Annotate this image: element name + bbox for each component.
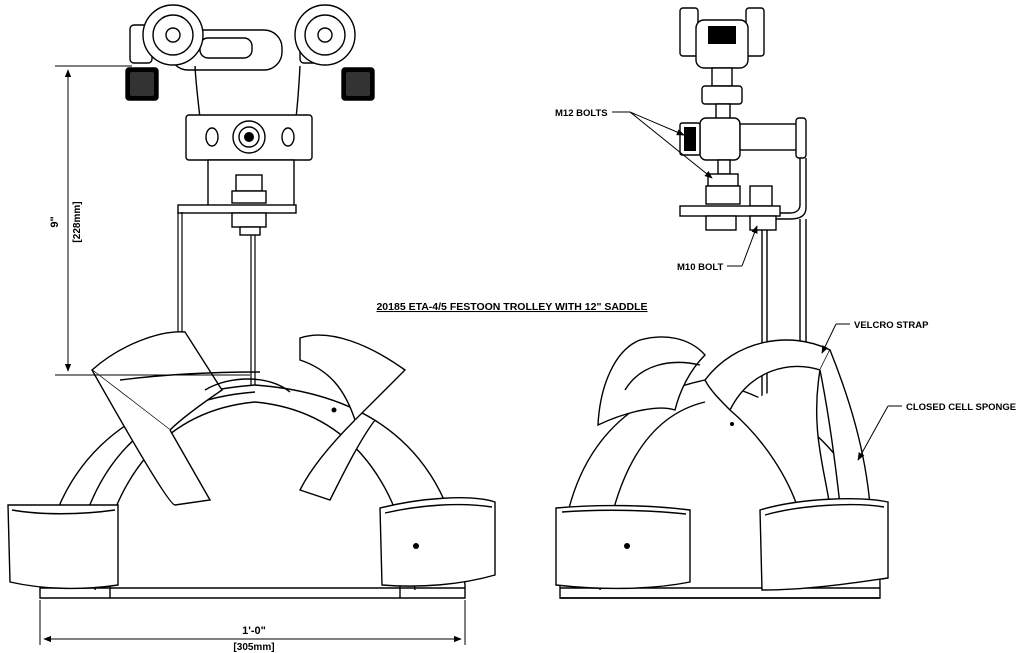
front-mounting-plate [177, 114, 313, 236]
height-dimension-metric: [228mm] [72, 201, 83, 242]
m10-bolt-callout: M10 BOLT [677, 262, 723, 273]
callout-leaders [612, 111, 902, 461]
drawing-title: 20185 ETA-4/5 FESTOON TROLLEY WITH 12" S… [376, 301, 647, 313]
front-velcro-straps [7, 331, 496, 590]
side-trolley-wheels [679, 7, 765, 120]
width-dimension-metric: [305mm] [233, 642, 274, 653]
velcro-strap-callout: VELCRO STRAP [854, 320, 929, 331]
height-dimension [55, 65, 250, 376]
m12-bolts-callout: M12 BOLTS [555, 108, 608, 119]
front-view: 9" [228mm] 1'-0" [305mm] [7, 4, 496, 653]
side-velcro-straps [555, 336, 889, 591]
width-dimension-imperial: 1'-0" [242, 625, 266, 637]
side-mounting-hardware [679, 159, 807, 430]
side-view: M12 BOLTS M10 BOLT VELCRO STRAP CLOSED C… [555, 7, 1016, 599]
side-bolt-assembly [679, 117, 807, 220]
height-dimension-imperial: 9" [49, 216, 61, 227]
front-trolley-wheels [125, 4, 375, 119]
closed-cell-sponge-callout: CLOSED CELL SPONGE [906, 402, 1016, 413]
width-dimension [39, 600, 466, 645]
